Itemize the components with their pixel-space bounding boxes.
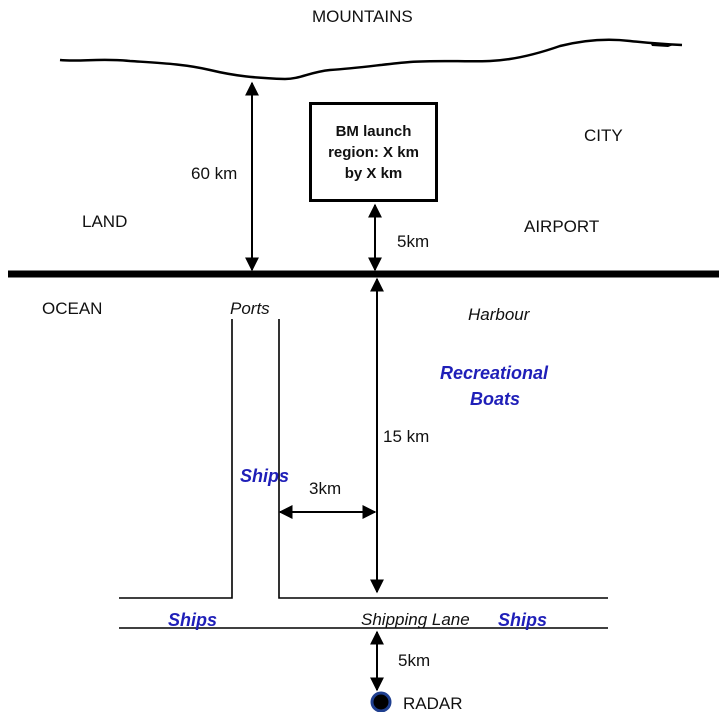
shipping-lane-top-right <box>278 319 608 599</box>
shipping-lane-label: Shipping Lane <box>361 610 470 629</box>
radar-label: RADAR <box>403 694 463 713</box>
ships-port-label: Ships <box>240 466 290 486</box>
distance-coast-lane: 15 km <box>383 427 430 446</box>
airport-label: AIRPORT <box>524 217 600 236</box>
distance-box-coast: 5km <box>397 232 430 251</box>
ships-lane-left-label: Ships <box>168 610 218 630</box>
ships-lane-right-label: Ships <box>498 610 548 630</box>
mountain-peak-mark <box>650 42 676 47</box>
launch-box-line-1: BM launch <box>335 122 412 140</box>
radar-icon <box>370 691 392 712</box>
mountains-label: MOUNTAINS <box>312 7 413 26</box>
distance-mountains-coast: 60 km <box>191 164 238 183</box>
distance-port-center: 3km <box>309 479 342 498</box>
recreational-boats-line-2: Boats <box>470 389 521 409</box>
land-label: LAND <box>82 212 128 231</box>
recreational-boats-line-1: Recreational <box>440 363 549 383</box>
bm-launch-region-box: BM launch region: X km by X km <box>309 102 438 202</box>
city-label: CITY <box>584 126 623 145</box>
launch-box-line-3: by X km <box>344 164 403 182</box>
ocean-label: OCEAN <box>42 299 103 318</box>
harbour-label: Harbour <box>468 305 530 324</box>
shipping-lane-top-left <box>119 319 233 599</box>
ports-label: Ports <box>230 299 270 318</box>
mountain-ridge <box>59 38 683 81</box>
distance-lane-radar: 5km <box>398 651 431 670</box>
launch-box-line-2: region: X km <box>328 143 419 161</box>
